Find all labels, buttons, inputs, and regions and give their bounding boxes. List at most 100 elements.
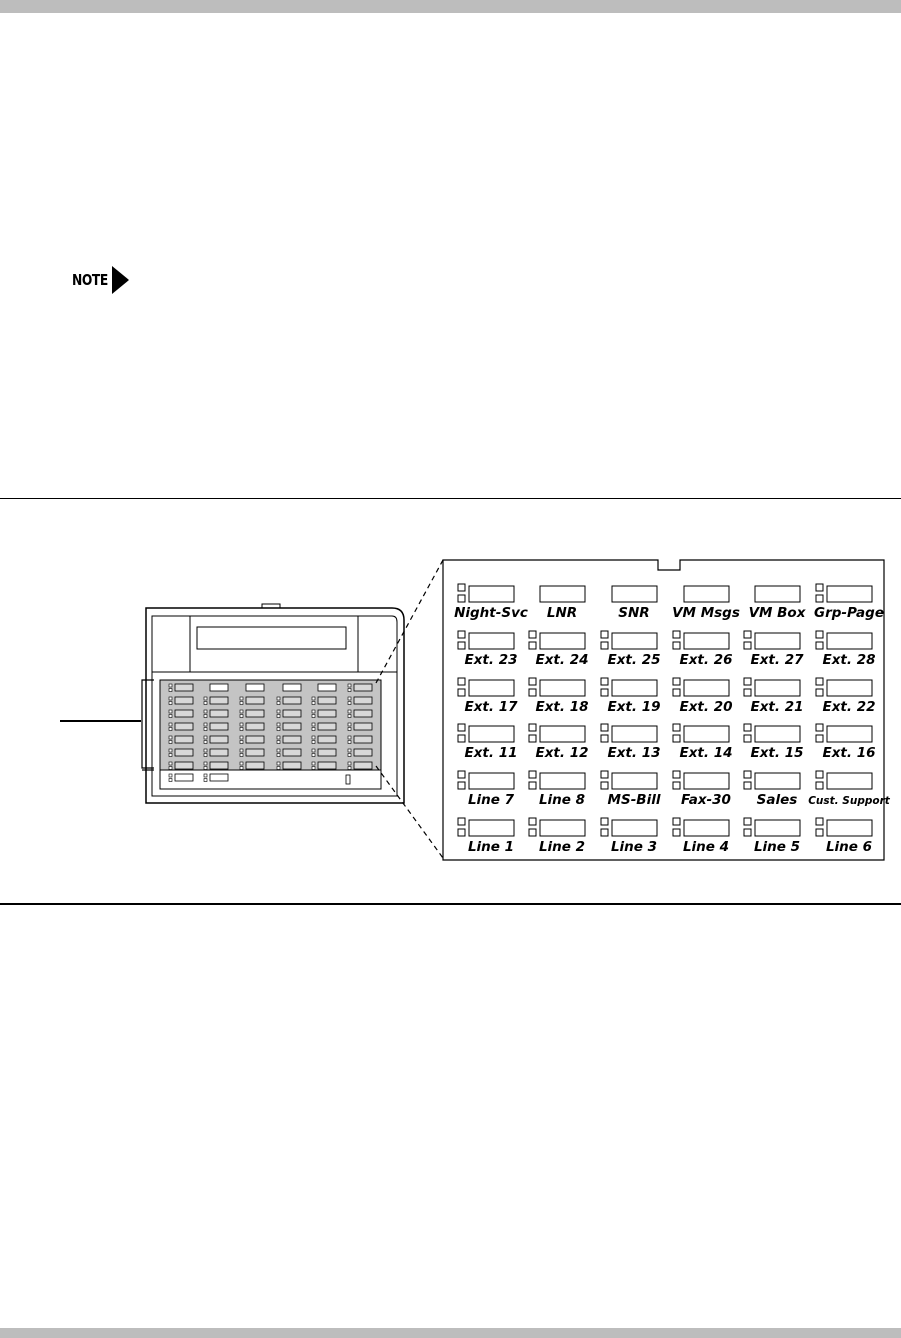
button-face [468, 725, 515, 743]
mini-button [347, 748, 373, 757]
button-face [826, 725, 873, 743]
button-face [539, 585, 586, 603]
button-label: Ext. 25 [608, 652, 661, 668]
led-indicator-bottom [457, 641, 466, 650]
mini-button [168, 761, 194, 770]
led-indicator-bottom [672, 781, 681, 790]
led-indicator-top [815, 630, 824, 639]
led-indicator-bottom [672, 828, 681, 837]
mini-button [239, 735, 265, 744]
button-label: Sales [757, 792, 798, 808]
button-label: Grp-Page [814, 605, 884, 621]
button-face [683, 632, 730, 650]
designation-button-ms-bill: MS-Bill [600, 770, 661, 808]
mini-button [203, 761, 229, 770]
led-indicator-bottom [815, 734, 824, 743]
designation-button-lnr: LNR [539, 585, 586, 621]
button-face [683, 585, 730, 603]
led-indicator-bottom [815, 828, 824, 837]
mini-button [239, 709, 265, 718]
led-indicator-bottom [672, 688, 681, 697]
led-indicator-bottom [743, 828, 752, 837]
button-face [468, 585, 515, 603]
mini-button [276, 709, 302, 718]
button-label: Ext. 20 [680, 699, 733, 715]
mini-button [276, 696, 302, 705]
led-indicator-bottom [743, 734, 752, 743]
mini-button [347, 696, 373, 705]
designation-button-ext-27: Ext. 27 [743, 630, 804, 668]
designation-button-ext-22: Ext. 22 [815, 677, 876, 715]
led-indicator-top [743, 677, 752, 686]
button-label: SNR [618, 605, 649, 621]
button-face [826, 585, 873, 603]
section-bottom-rule [0, 903, 901, 905]
led-indicator-top [457, 817, 466, 826]
led-indicator-bottom [672, 734, 681, 743]
button-face [826, 772, 873, 790]
led-indicator-bottom [600, 641, 609, 650]
mini-button [276, 761, 302, 770]
mini-button [168, 722, 194, 731]
button-face [754, 819, 801, 837]
designation-button-cust-support: Cust. Support [808, 770, 891, 807]
led-indicator-bottom [743, 781, 752, 790]
designation-button-fax-30: Fax-30 [672, 770, 731, 808]
button-face [611, 725, 658, 743]
designation-button-line-2: Line 2 [528, 817, 586, 855]
mini-button [311, 761, 337, 770]
button-face [539, 679, 586, 697]
designation-button-ext-14: Ext. 14 [672, 723, 733, 761]
button-label: Line 2 [539, 839, 585, 855]
mini-button [311, 709, 337, 718]
button-face [539, 819, 586, 837]
button-face [683, 679, 730, 697]
led-indicator-top [815, 583, 824, 592]
button-label: Cust. Support [808, 795, 891, 807]
button-face [539, 772, 586, 790]
mini-button [311, 696, 337, 705]
mini-button [245, 683, 265, 692]
button-label: Fax-30 [681, 792, 731, 808]
phone-display-window [196, 626, 347, 650]
led-indicator-top [672, 677, 681, 686]
button-face [754, 772, 801, 790]
designation-button-line-7: Line 7 [457, 770, 515, 808]
designation-button-ext-12: Ext. 12 [528, 723, 589, 761]
mini-button [282, 683, 302, 692]
led-indicator-bottom [600, 828, 609, 837]
mini-button [203, 748, 229, 757]
led-indicator-bottom [815, 781, 824, 790]
led-indicator-bottom [815, 688, 824, 697]
led-indicator-bottom [600, 688, 609, 697]
mini-button [347, 735, 373, 744]
led-indicator-bottom [457, 594, 466, 603]
button-face [826, 679, 873, 697]
button-label: Ext. 14 [680, 745, 733, 761]
button-face [611, 632, 658, 650]
led-indicator-top [457, 770, 466, 779]
mini-button [168, 696, 194, 705]
mini-button [347, 761, 373, 770]
note-arrow-icon [111, 266, 129, 294]
button-label: Ext. 24 [536, 652, 589, 668]
led-indicator-bottom [528, 688, 537, 697]
designation-button-line-3: Line 3 [600, 817, 658, 855]
led-indicator-top [457, 583, 466, 592]
button-face [683, 819, 730, 837]
button-label: Ext. 23 [465, 652, 518, 668]
mini-button [347, 709, 373, 718]
button-face [683, 725, 730, 743]
note-label: NOTE [72, 271, 108, 289]
button-label: Ext. 19 [608, 699, 661, 715]
button-face [683, 772, 730, 790]
designation-button-line-5: Line 5 [743, 817, 801, 855]
button-label: Night-Svc [454, 605, 528, 621]
button-label: Ext. 26 [680, 652, 733, 668]
mini-button [203, 722, 229, 731]
mini-button [168, 683, 194, 692]
button-label: Ext. 17 [465, 699, 519, 715]
button-label: Ext. 15 [751, 745, 804, 761]
telephone-body [145, 603, 405, 804]
